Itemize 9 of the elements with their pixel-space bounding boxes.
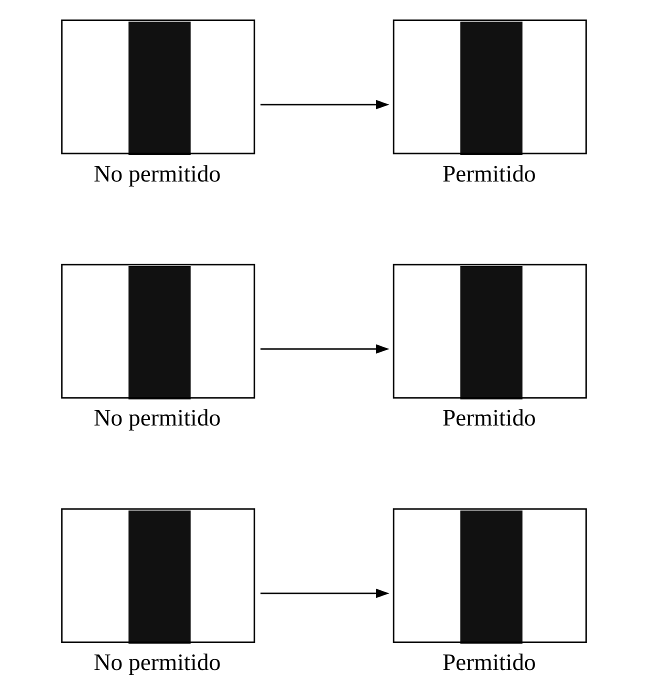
node-label: No permitido [93,650,220,676]
arrow [260,344,389,354]
node-label: Permitido [442,650,536,676]
arrow [260,100,389,110]
node-label: Permitido [442,406,536,432]
arrow [260,588,389,598]
node-label: Permitido [442,161,536,188]
node-label: No permitido [93,161,220,188]
node-label: No permitido [93,406,220,432]
